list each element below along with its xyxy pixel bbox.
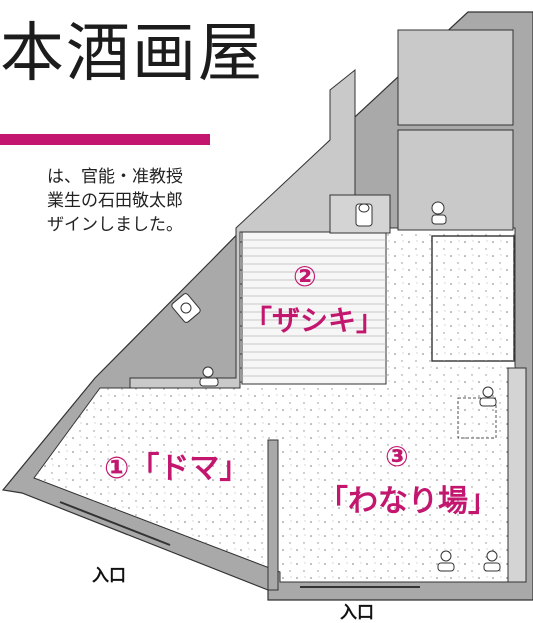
wash-room xyxy=(397,129,514,231)
right-wall-segment xyxy=(507,367,527,583)
floor-dots xyxy=(34,228,515,582)
doma-number: ① xyxy=(104,451,130,486)
wanari-label: 「わなり場」 xyxy=(318,484,498,519)
title-underline xyxy=(0,134,210,145)
table-fixture xyxy=(457,397,497,439)
description: は、官能・准教授 業生の石田敬太郎 ザインしました。 xyxy=(47,165,183,237)
zashiki-label: 「ザシキ」 xyxy=(244,304,385,337)
entrance-door-left xyxy=(59,501,171,546)
person-figure-2 xyxy=(431,201,447,225)
page-title: 本酒画屋 xyxy=(0,17,264,91)
sink-fixture xyxy=(171,293,201,323)
wanari-number: ③ xyxy=(385,440,409,473)
zashiki-number: ② xyxy=(293,260,317,293)
description-line-1: は、官能・准教授 xyxy=(47,167,183,187)
toilet-fixture xyxy=(355,203,373,227)
person-figure-3 xyxy=(479,386,497,407)
doma-label: ①「ドマ」 xyxy=(104,452,249,485)
kitchen-back-room xyxy=(129,68,356,389)
entrance-label-left: 入口 xyxy=(92,566,126,586)
description-line-3: ザインしました。 xyxy=(47,215,183,235)
person-figure-1 xyxy=(199,366,219,387)
doma-name: 「ドマ」 xyxy=(129,451,250,486)
storage-room-top xyxy=(397,29,514,126)
person-figure-4 xyxy=(437,550,501,572)
zashiki-room xyxy=(241,231,387,385)
side-room-dots xyxy=(432,236,514,361)
zashiki-tatami-lines xyxy=(242,239,386,377)
description-line-2: 業生の石田敬太郎 xyxy=(47,191,183,211)
partition-wall xyxy=(267,439,279,591)
entrance-label-bottom: 入口 xyxy=(340,603,374,623)
